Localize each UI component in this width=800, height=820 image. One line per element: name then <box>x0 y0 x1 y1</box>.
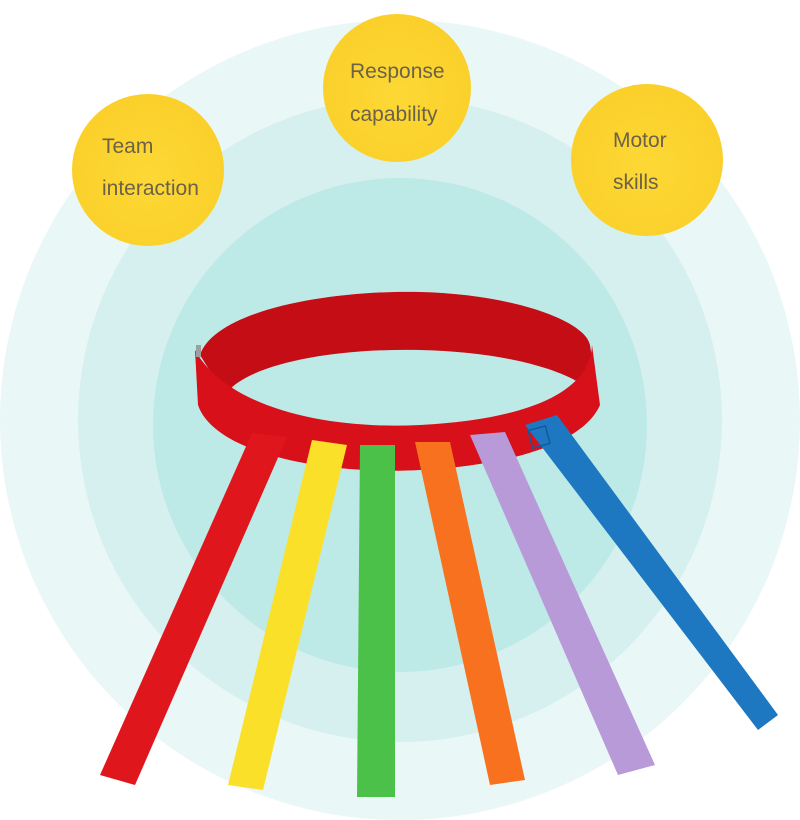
belt-back <box>200 291 598 400</box>
bubble-text-line2: interaction <box>102 177 199 200</box>
belt-buckle-icon <box>196 345 201 357</box>
velcro-patch-blue <box>527 425 551 449</box>
bubble-team-interaction: Team interaction <box>72 94 224 246</box>
ribbon-red <box>100 433 287 785</box>
ribbon-orange <box>415 442 525 785</box>
ribbon-green <box>357 445 395 797</box>
bubble-response-capability: Response capability <box>323 14 471 162</box>
bubble-text-line1: Team <box>102 135 154 158</box>
ribbon-blue <box>525 415 778 730</box>
bubble-text-line1: Motor <box>613 129 667 152</box>
bubble-text-line1: Response <box>350 60 445 83</box>
bubble-text-line2: skills <box>613 171 659 194</box>
tag-belt-product <box>100 291 778 797</box>
bubble-text-line2: capability <box>350 103 438 126</box>
ribbon-purple <box>470 432 655 775</box>
bubble-motor-skills: Motor skills <box>571 84 723 236</box>
ribbon-yellow <box>228 440 347 790</box>
